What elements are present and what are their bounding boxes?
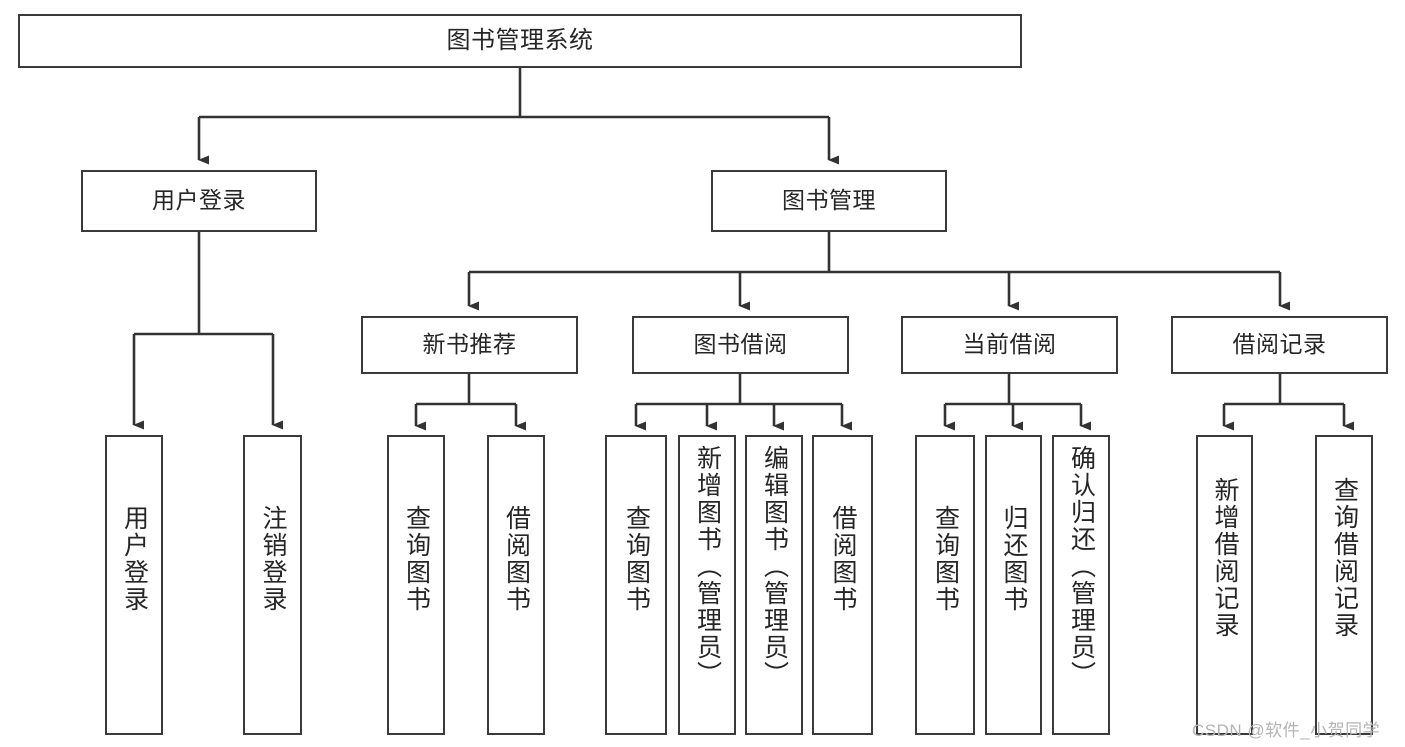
node-leaf-user-login-label: 用户登录 xyxy=(120,505,149,613)
node-new-book-recommend[interactable]: 新书推荐 xyxy=(361,316,578,374)
node-leaf-add-book-label: 新增图书（管理员） xyxy=(693,445,722,688)
node-leaf-query-book-1[interactable]: 查询图书 xyxy=(387,435,445,735)
node-leaf-confirm-return-label: 确认归还（管理员） xyxy=(1067,445,1096,688)
node-leaf-borrow-book-1-label: 借阅图书 xyxy=(502,505,531,613)
node-leaf-logout[interactable]: 注销登录 xyxy=(243,435,302,735)
node-leaf-query-book-3[interactable]: 查询图书 xyxy=(915,435,975,735)
node-leaf-user-login[interactable]: 用户登录 xyxy=(105,435,163,735)
node-leaf-return-book-label: 归还图书 xyxy=(1000,505,1028,613)
node-user-login[interactable]: 用户登录 xyxy=(81,170,317,232)
node-book-manage-label: 图书管理 xyxy=(782,187,876,214)
node-leaf-borrow-book-2-label: 借阅图书 xyxy=(829,505,857,613)
node-leaf-query-book-2-label: 查询图书 xyxy=(622,505,651,613)
node-new-book-recommend-label: 新书推荐 xyxy=(422,331,517,358)
node-leaf-edit-book-label: 编辑图书（管理员） xyxy=(760,445,789,688)
node-leaf-add-book[interactable]: 新增图书（管理员） xyxy=(678,435,736,735)
node-leaf-confirm-return[interactable]: 确认归还（管理员） xyxy=(1052,435,1110,735)
node-leaf-add-record[interactable]: 新增借阅记录 xyxy=(1196,435,1253,735)
csdn-watermark: CSDN @软件_小贺同学 xyxy=(1192,721,1381,740)
node-user-login-label: 用户登录 xyxy=(152,187,246,214)
node-leaf-query-record-label: 查询借阅记录 xyxy=(1330,477,1359,639)
node-leaf-edit-book[interactable]: 编辑图书（管理员） xyxy=(745,435,803,735)
node-borrow-record-label: 借阅记录 xyxy=(1232,331,1327,358)
node-leaf-query-book-3-label: 查询图书 xyxy=(931,505,960,613)
node-current-borrow[interactable]: 当前借阅 xyxy=(901,316,1118,374)
node-book-manage[interactable]: 图书管理 xyxy=(711,170,947,232)
node-leaf-query-book-2[interactable]: 查询图书 xyxy=(605,435,667,735)
node-current-borrow-label: 当前借阅 xyxy=(962,331,1057,358)
node-borrow-record[interactable]: 借阅记录 xyxy=(1171,316,1388,374)
node-book-borrow-label: 图书借阅 xyxy=(693,331,788,358)
node-leaf-query-record[interactable]: 查询借阅记录 xyxy=(1315,435,1373,735)
node-root[interactable]: 图书管理系统 xyxy=(18,14,1022,68)
node-book-borrow[interactable]: 图书借阅 xyxy=(632,316,849,374)
node-leaf-return-book[interactable]: 归还图书 xyxy=(985,435,1042,735)
node-leaf-borrow-book-1[interactable]: 借阅图书 xyxy=(487,435,545,735)
node-leaf-logout-label: 注销登录 xyxy=(259,505,287,613)
node-leaf-borrow-book-2[interactable]: 借阅图书 xyxy=(812,435,873,735)
node-leaf-query-book-1-label: 查询图书 xyxy=(402,505,431,613)
node-root-label: 图书管理系统 xyxy=(446,26,594,54)
node-leaf-add-record-label: 新增借阅记录 xyxy=(1211,477,1239,639)
